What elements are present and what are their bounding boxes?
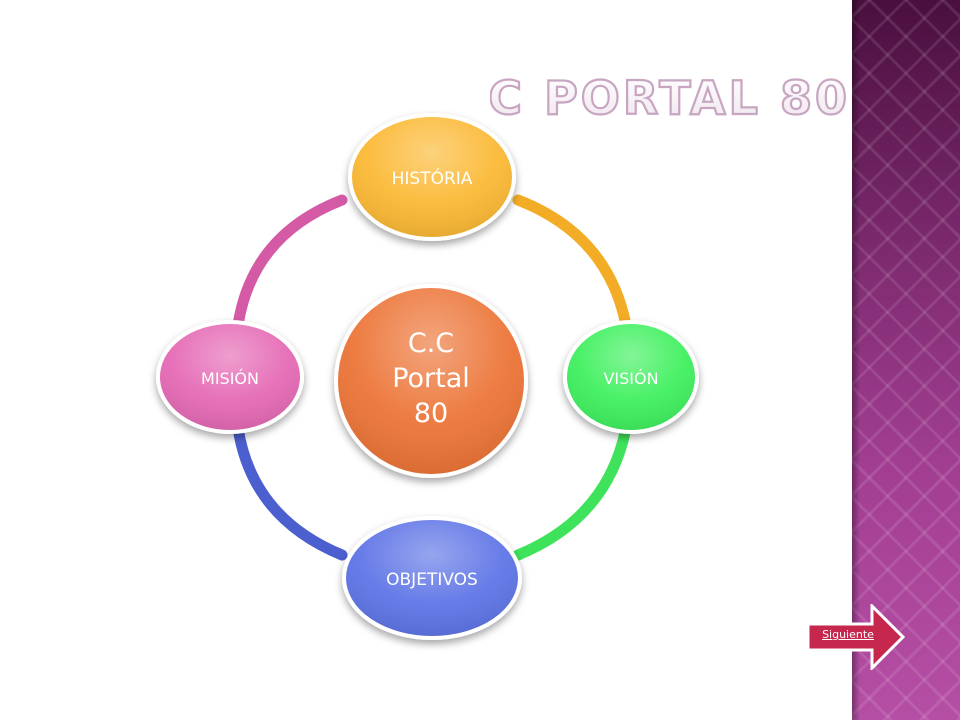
node-vision: VISIÓN [563, 320, 699, 434]
center-label-line-2: Portal [392, 363, 470, 394]
node-objetivos-label: OBJETIVOS [386, 570, 478, 590]
arc-historia-vision [512, 194, 632, 331]
node-historia: HISTÓRIA [348, 113, 516, 241]
title-container: C.C PORTAL 80 [490, 70, 850, 126]
node-vision-label: VISIÓN [603, 369, 658, 388]
arc-mision-historia [232, 194, 348, 331]
center-node: C.C Portal 80 [334, 284, 528, 478]
page-title: C.C PORTAL 80 [490, 71, 850, 125]
arc-objetivos-mision [232, 422, 348, 561]
center-label-line-3: 80 [414, 398, 448, 429]
next-button-label: Siguiente [822, 628, 874, 641]
arc-vision-objetivos [512, 422, 632, 561]
node-mision: MISIÓN [156, 320, 304, 434]
arrow-right-icon [806, 604, 906, 670]
decorative-side-panel [852, 0, 960, 720]
node-mision-label: MISIÓN [201, 369, 259, 388]
node-objetivos: OBJETIVOS [342, 516, 522, 640]
cycle-diagram: C.C Portal 80 HISTÓRIA VISIÓN OBJETIVOS … [156, 113, 699, 640]
next-button[interactable]: Siguiente [806, 604, 906, 670]
center-label-line-1: C.C [408, 328, 454, 359]
node-historia-label: HISTÓRIA [392, 167, 473, 189]
